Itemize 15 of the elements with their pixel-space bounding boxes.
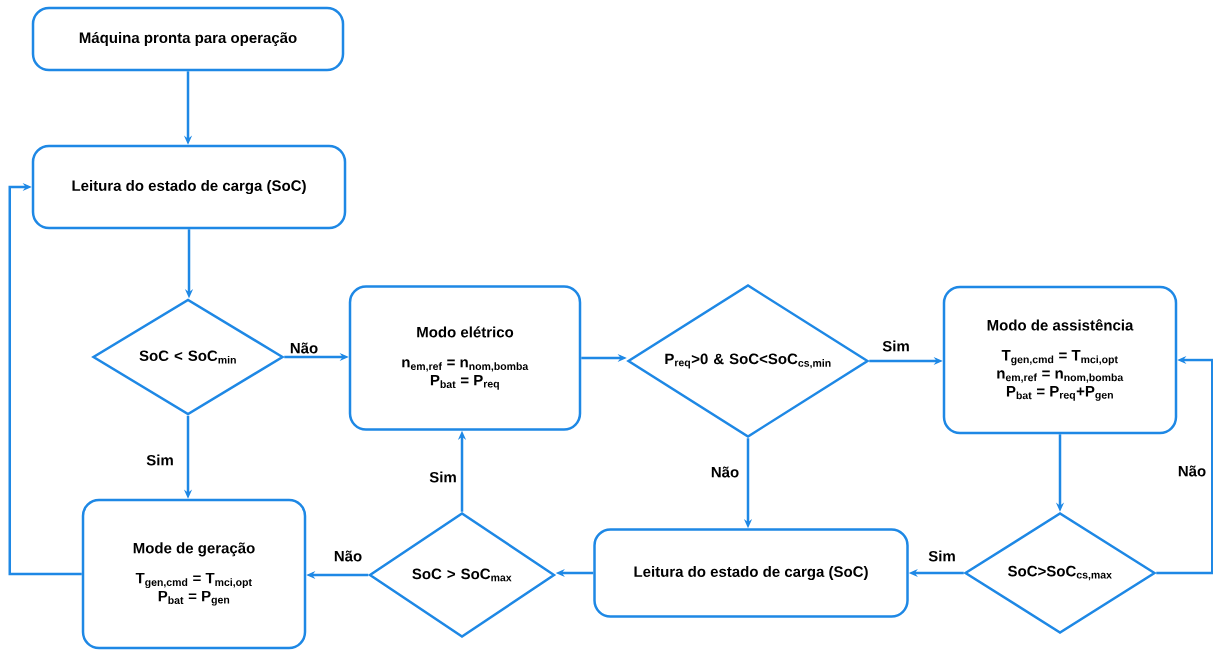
edge-label: Não: [1176, 464, 1208, 478]
process-box: Leitura do estado de carga (SoC): [31, 144, 347, 230]
edge-label: Sim: [428, 470, 458, 484]
edge-label: Sim: [145, 453, 175, 467]
process-box: Modo elétrico n$_{em,ref}$ = n$_{nom,bomba}$ P$_{bat}$ = P$_{req}$: [348, 285, 582, 431]
edge-label: Sim: [881, 339, 911, 353]
process-box: Mode de geração T$_{gen,cmd}$ = T$_{mci,opt}$ P$_{bat}$ = P$_{gen}$: [81, 498, 307, 650]
process-box: Leitura do estado de carga (SoC): [593, 528, 909, 618]
process-box: Modo de assistência T$_{gen,cmd}$ = T$_{mci,opt}$ n$_{em,ref}$ = n$_{nom,bomba}$ P$_{bat}$ = P$_{req}$+P$_{gen}$: [942, 285, 1178, 435]
edge-label: Não: [288, 341, 320, 355]
edge-label: Não: [709, 465, 741, 479]
edge-label: Sim: [927, 549, 957, 563]
edge-label: Não: [332, 549, 364, 563]
arrow: [8, 182, 82, 576]
start-box: Máquina pronta para operação: [31, 6, 345, 72]
